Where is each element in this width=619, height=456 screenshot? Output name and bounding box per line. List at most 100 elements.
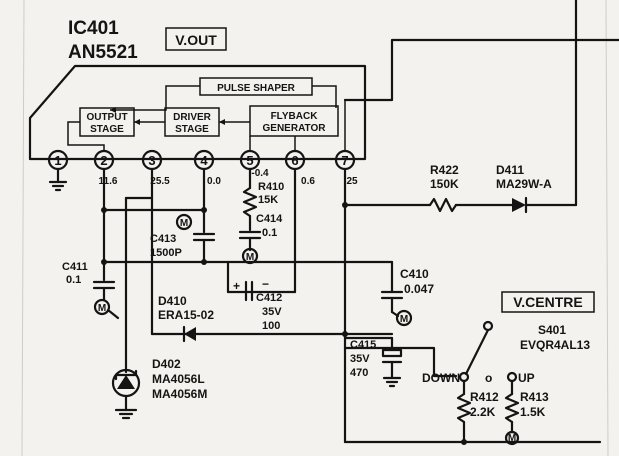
flyback-block (249, 105, 339, 137)
switch-arm (464, 328, 490, 376)
junction-pin4 (201, 207, 207, 213)
flyback-label-2: GENERATOR (263, 123, 327, 134)
flyback-label-1: FLYBACK (271, 111, 319, 122)
switch-down-contact (458, 371, 470, 383)
c410-ground-mark: M (400, 314, 408, 325)
r412-value: 2.2K (470, 405, 496, 419)
driver-stage-label-2: STAGE (175, 124, 209, 135)
pulse-shaper-link (312, 85, 337, 108)
pin-7-label: 7 (341, 153, 348, 168)
pin-2-label: 2 (100, 153, 107, 168)
c415-volt: 35V (350, 353, 370, 365)
s401-ref: S401 (538, 323, 566, 337)
c410-ref: C410 (400, 267, 429, 281)
c410-ground-icon: M (390, 309, 413, 327)
page-fold-left (21, 0, 25, 456)
output-to-pin2 (67, 121, 105, 152)
switch-feed-wire (343, 346, 458, 378)
r413-value: 1.5K (520, 405, 546, 419)
v-centre-label: V.CENTRE (513, 294, 583, 310)
c413-ref: C413 (150, 233, 176, 245)
d402-ground-icon (114, 408, 138, 420)
r413-ground-mark: M (508, 433, 516, 444)
c414-ref: C414 (256, 213, 283, 225)
d411-value: MA29W-A (496, 177, 552, 191)
ic-body (28, 64, 367, 161)
d411-diode-icon (512, 198, 526, 212)
d402-ref: D402 (152, 357, 181, 371)
pin-1-ground-icon (48, 167, 68, 192)
v-out-box (165, 27, 227, 51)
r422-value: 150K (430, 177, 459, 191)
pin-5-voltage: -0.4 (251, 168, 269, 179)
switch-up-contact (506, 371, 518, 383)
c415-ground-icon (382, 376, 402, 388)
pin-3-label: 3 (148, 153, 155, 168)
c411-ground-icon: M (93, 298, 120, 320)
c413-ground-mark: M (180, 218, 188, 229)
c414-value: 0.1 (262, 227, 277, 239)
c412-value: 100 (262, 320, 280, 332)
d402-value-1: MA4056L (152, 372, 205, 386)
switch-o-label: o (485, 371, 492, 385)
junction-c415 (342, 331, 348, 337)
switch-down-label[interactable]: DOWN (422, 371, 460, 385)
c413-value: 1500P (150, 247, 182, 259)
output-stage-label-2: STAGE (90, 124, 124, 135)
c415-ref: C415 (350, 339, 376, 351)
c411-ground-mark: M (98, 303, 106, 314)
pin-4-label: 4 (200, 153, 208, 168)
r422-ref: R422 (430, 163, 459, 177)
r410-resistor (242, 186, 258, 218)
driver-stage-label-1: DRIVER (173, 112, 212, 123)
page-fold-right (605, 0, 609, 456)
c412-minus: − (262, 277, 269, 291)
r410-value: 15K (258, 194, 278, 206)
pin-3-voltage: 25.5 (150, 176, 170, 187)
ic-part: AN5521 (68, 42, 138, 63)
switch-common-contact (482, 320, 494, 332)
pulse-to-output (110, 85, 200, 111)
s401-value: EVQR4AL13 (520, 338, 590, 352)
pin-7-voltage: 25 (346, 176, 358, 187)
c415-value: 470 (350, 367, 368, 379)
d410-diode-icon (184, 327, 196, 341)
d411-ref: D411 (496, 163, 524, 177)
c412-ref: C412 (256, 292, 282, 304)
pin-1-label: 1 (54, 153, 61, 168)
junction-c413 (201, 259, 207, 265)
v-centre-box (501, 291, 595, 313)
c412-plus: + (233, 279, 240, 293)
d410-ref: D410 (158, 294, 187, 308)
c410-value: 0.047 (404, 282, 434, 296)
d402-value-2: MA4056M (152, 387, 207, 401)
pin-6-label: 6 (291, 153, 298, 168)
r412-resistor (456, 392, 472, 424)
r422-resistor (428, 197, 458, 213)
pin-5-label: 5 (246, 153, 253, 168)
r413-resistor (504, 392, 520, 424)
pin-4-voltage: 0.0 (207, 176, 221, 187)
flyback-arrow (219, 119, 225, 125)
c415-plate-top (381, 348, 403, 358)
c414-ground-icon: M (241, 247, 259, 265)
ic-ref: IC401 (68, 18, 119, 39)
c414-ground-mark: M (246, 252, 254, 263)
pin-6-voltage: 0.6 (301, 176, 315, 187)
junction-r412 (461, 439, 467, 445)
c411-value: 0.1 (66, 274, 81, 286)
switch-up-label[interactable]: UP (518, 371, 535, 385)
pulse-shaper-label: PULSE SHAPER (217, 83, 296, 94)
r413-ref: R413 (520, 390, 549, 404)
r413-ground-icon: M (504, 430, 520, 446)
r412-ref: R412 (470, 390, 499, 404)
c411-ref: C411 (62, 261, 88, 273)
d402-zener-icon (111, 368, 141, 398)
c412-volt: 35V (262, 306, 282, 318)
pin-2-voltage: 11.6 (99, 176, 118, 187)
r410-ref: R410 (258, 181, 284, 193)
d410-value: ERA15-02 (158, 308, 214, 322)
c413-ground-icon: M (175, 213, 193, 231)
